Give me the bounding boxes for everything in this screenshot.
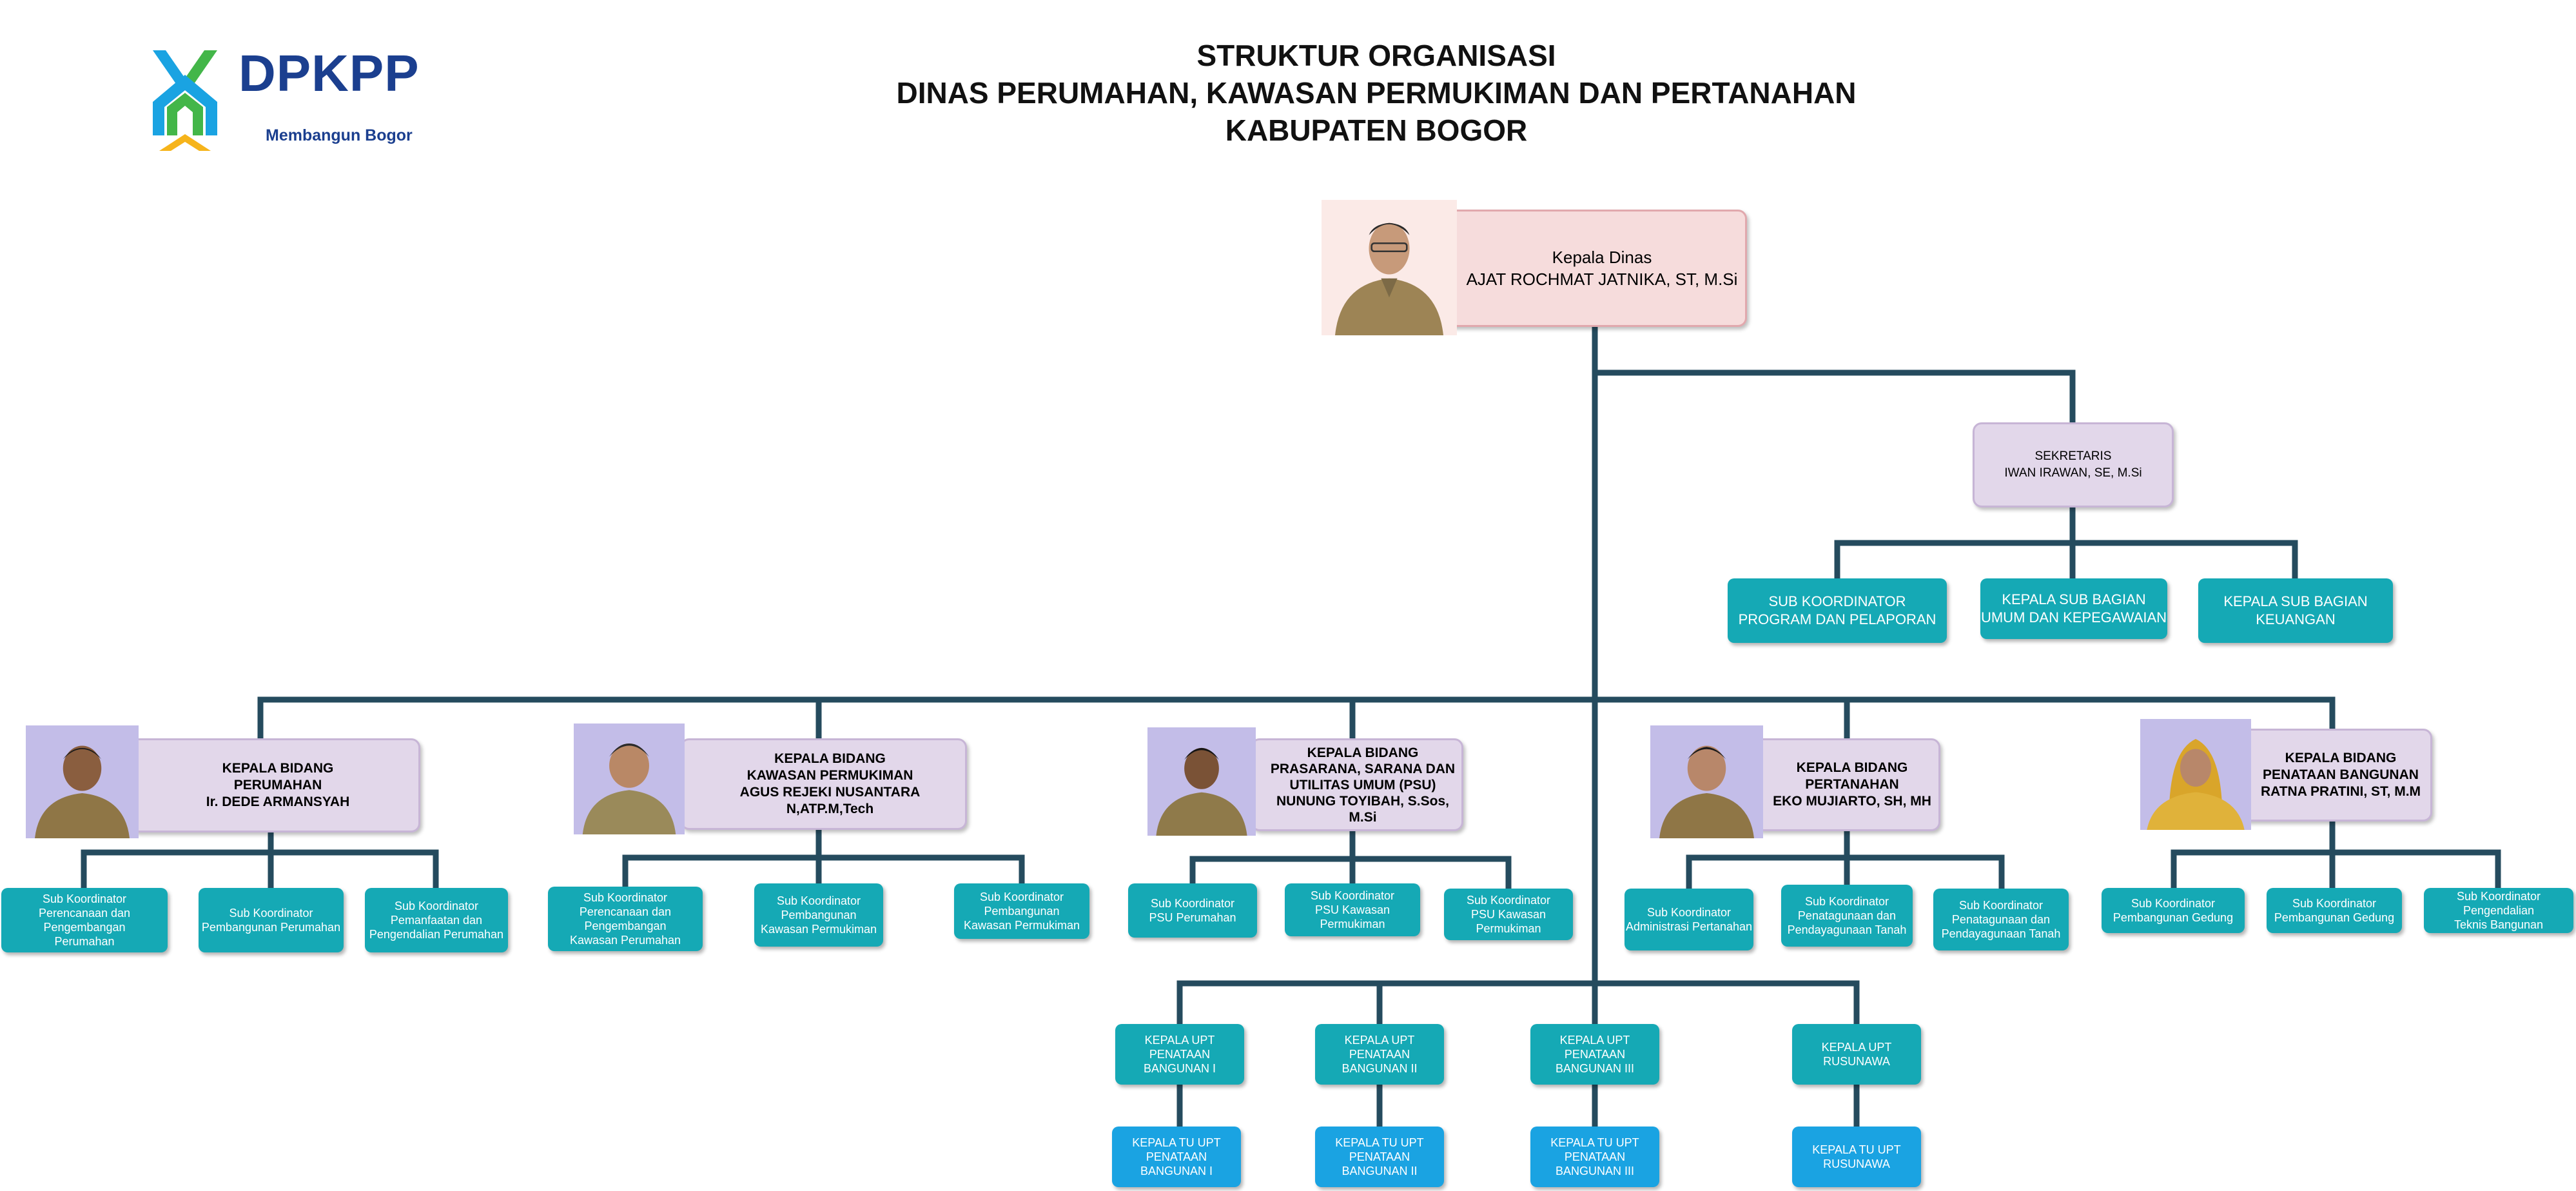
kepala-upt-label: KEPALA UPT RUSUNAWA	[1821, 1041, 1892, 1068]
sub-koordinator-label: Sub Koordinator Administrasi Pertanahan	[1625, 906, 1753, 933]
sub-koordinator-program-label: SUB KOORDINATOR PROGRAM DAN PELAPORAN	[1738, 593, 1937, 627]
person-photo-icon	[2147, 738, 2245, 830]
bidang-penataan-sub-1-box: Sub Koordinator Pembangunan Gedung	[2102, 888, 2245, 933]
sub-koordinator-label: Sub Koordinator PSU Perumahan	[1149, 897, 1236, 924]
connector-sekretaris	[1592, 369, 2076, 429]
bidang-kawasan-permukiman-label: KEPALA BIDANG KAWASAN PERMUKIMAN AGUS RE…	[739, 751, 921, 816]
sekretaris-label: SEKRETARIS IWAN IRAWAN, SE, M.Si	[2004, 449, 2142, 480]
connector-upt-bus	[1176, 980, 1860, 1029]
logo-tagline: Membangun Bogor	[266, 126, 413, 144]
bidang-perumahan-photo	[26, 725, 139, 838]
bidang-perumahan-sub-1-box: Sub Koordinator Perencanaan dan Pengemba…	[1, 888, 168, 952]
kepala-dinas-box: Kepala Dinas AJAT ROCHMAT JATNIKA, ST, M…	[1444, 210, 1747, 327]
kepala-upt-label: KEPALA UPT PENATAAN BANGUNAN III	[1555, 1034, 1635, 1075]
page-title-line-3: KABUPATEN BOGOR	[1225, 113, 1528, 147]
bidang-psu-label: KEPALA BIDANG PRASARANA, SARANA DAN UTIL…	[1270, 745, 1456, 825]
bidang-perumahan-sub-2-box: Sub Koordinator Pembangunan Perumahan	[199, 888, 344, 952]
dpkpp-logo	[153, 50, 217, 151]
page-title-line-1: STRUKTUR ORGANISASI	[1196, 39, 1556, 72]
sub-koordinator-program-box: SUB KOORDINATOR PROGRAM DAN PELAPORAN	[1728, 578, 1947, 643]
tu-upt-rusunawa-box: KEPALA TU UPT RUSUNAWA	[1792, 1127, 1921, 1187]
tu-upt-penataan-bangunan-1-box: KEPALA TU UPT PENATAAN BANGUNAN I	[1112, 1127, 1241, 1187]
kepala-tu-upt-label: KEPALA TU UPT PENATAAN BANGUNAN III	[1550, 1136, 1639, 1177]
sub-koordinator-label: Sub Koordinator Pengendalian Teknis Bang…	[2454, 890, 2544, 931]
sub-koordinator-label: Sub Koordinator Pembangunan Kawasan Perm…	[760, 894, 877, 936]
sub-koordinator-label: Sub Koordinator PSU Kawasan Permukiman	[1310, 889, 1395, 930]
connector-sekretaris-units	[1834, 503, 2298, 582]
person-photo-icon	[582, 743, 676, 834]
bidang-pertanahan-sub-2-box: Sub Koordinator Penatagunaan dan Pendaya…	[1781, 885, 1913, 947]
kepala-dinas-label: Kepala Dinas AJAT ROCHMAT JATNIKA, ST, M…	[1466, 248, 1738, 289]
bidang-perumahan-label: KEPALA BIDANG PERUMAHAN Ir. DEDE ARMANSY…	[206, 761, 350, 809]
kepala-dinas-photo	[1322, 200, 1457, 335]
connector-bidang-2-subs	[622, 829, 1025, 891]
bidang-penataan-bangunan-label: KEPALA BIDANG PENATAAN BANGUNAN RATNA PR…	[2260, 751, 2421, 799]
sub-koordinator-label: Sub Koordinator Pembangunan Gedung	[2113, 897, 2234, 924]
bidang-pertanahan-photo	[1650, 725, 1763, 838]
connector-bidang-1-subs	[81, 829, 439, 892]
bidang-pertanahan-label: KEPALA BIDANG PERTANAHAN EKO MUJIARTO, S…	[1773, 760, 1931, 809]
sub-koordinator-label: Sub Koordinator Perencanaan dan Pengemba…	[569, 891, 681, 947]
bidang-perumahan-box: KEPALA BIDANG PERUMAHAN Ir. DEDE ARMANSY…	[129, 738, 420, 832]
connector-upt-tu	[1176, 1080, 1860, 1130]
dpkpp-emblem-icon	[153, 50, 217, 151]
bidang-kawasan-permukiman-box: KEPALA BIDANG KAWASAN PERMUKIMAN AGUS RE…	[680, 738, 967, 830]
kepala-upt-label: KEPALA UPT PENATAAN BANGUNAN I	[1143, 1034, 1216, 1075]
upt-penataan-bangunan-3-box: KEPALA UPT PENATAAN BANGUNAN III	[1530, 1024, 1659, 1085]
bidang-penataan-sub-3-box: Sub Koordinator Pengendalian Teknis Bang…	[2424, 888, 2573, 933]
upt-rusunawa-box: KEPALA UPT RUSUNAWA	[1792, 1024, 1921, 1085]
bidang-pertanahan-sub-3-box: Sub Koordinator Penatagunaan dan Pendaya…	[1933, 889, 2069, 950]
person-photo-icon	[1659, 745, 1754, 838]
bidang-penataan-bangunan-photo	[2140, 719, 2251, 830]
kasubag-umum-box: KEPALA SUB BAGIAN UMUM DAN KEPEGAWAIAN	[1980, 578, 2167, 639]
sub-koordinator-label: Sub Koordinator Pemanfaatan dan Pengenda…	[369, 900, 504, 941]
bidang-psu-sub-1-box: Sub Koordinator PSU Perumahan	[1128, 883, 1257, 938]
bidang-pertanahan-sub-1-box: Sub Koordinator Administrasi Pertanahan	[1625, 889, 1753, 950]
bidang-psu-sub-3-box: Sub Koordinator PSU Kawasan Permukiman	[1444, 889, 1573, 940]
connector-bidang-4-subs	[1686, 829, 2005, 893]
page-title-line-2: DINAS PERUMAHAN, KAWASAN PERMUKIMAN DAN …	[896, 76, 1857, 110]
sub-koordinator-label: Sub Koordinator Penatagunaan dan Pendaya…	[1941, 899, 2061, 940]
sub-koordinator-label: Sub Koordinator Pembangunan Gedung	[2274, 897, 2395, 924]
person-photo-icon	[1335, 222, 1443, 335]
sub-koordinator-label: Sub Koordinator Pembangunan Kawasan Perm…	[963, 891, 1080, 932]
sub-koordinator-label: Sub Koordinator Perencanaan dan Pengemba…	[38, 892, 131, 948]
upt-penataan-bangunan-2-box: KEPALA UPT PENATAAN BANGUNAN II	[1315, 1024, 1444, 1085]
kepala-tu-upt-label: KEPALA TU UPT RUSUNAWA	[1812, 1143, 1901, 1170]
bidang-kawasan-permukiman-photo	[574, 723, 685, 834]
bidang-kawasan-sub-2-box: Sub Koordinator Pembangunan Kawasan Perm…	[754, 883, 883, 947]
bidang-penataan-bangunan-box: KEPALA BIDANG PENATAAN BANGUNAN RATNA PR…	[2240, 729, 2432, 822]
kasubag-umum-label: KEPALA SUB BAGIAN UMUM DAN KEPEGAWAIAN	[1980, 591, 2167, 625]
sekretaris-box: SEKRETARIS IWAN IRAWAN, SE, M.Si	[1973, 422, 2174, 507]
kepala-tu-upt-label: KEPALA TU UPT PENATAAN BANGUNAN II	[1335, 1136, 1424, 1177]
upt-penataan-bangunan-1-box: KEPALA UPT PENATAAN BANGUNAN I	[1115, 1024, 1244, 1085]
kepala-tu-upt-label: KEPALA TU UPT PENATAAN BANGUNAN I	[1132, 1136, 1221, 1177]
bidang-penataan-sub-2-box: Sub Koordinator Pembangunan Gedung	[2267, 888, 2402, 933]
bidang-kawasan-sub-1-box: Sub Koordinator Perencanaan dan Pengemba…	[548, 887, 703, 951]
connector-bidang-5-subs	[2171, 819, 2501, 892]
bidang-pertanahan-box: KEPALA BIDANG PERTANAHAN EKO MUJIARTO, S…	[1753, 738, 1940, 831]
sub-koordinator-label: Sub Koordinator Pembangunan Perumahan	[201, 907, 341, 934]
connector-bidang-bus	[257, 696, 2336, 742]
bidang-kawasan-sub-3-box: Sub Koordinator Pembangunan Kawasan Perm…	[954, 883, 1089, 939]
bidang-psu-photo	[1147, 727, 1256, 836]
logo-text: DPKPP	[239, 44, 420, 102]
kasubag-keuangan-label: KEPALA SUB BAGIAN KEUANGAN	[2223, 593, 2368, 627]
tu-upt-penataan-bangunan-3-box: KEPALA TU UPT PENATAAN BANGUNAN III	[1530, 1127, 1659, 1187]
bidang-perumahan-sub-3-box: Sub Koordinator Pemanfaatan dan Pengenda…	[365, 888, 508, 952]
tu-upt-penataan-bangunan-2-box: KEPALA TU UPT PENATAAN BANGUNAN II	[1315, 1127, 1444, 1187]
sub-koordinator-label: Sub Koordinator Penatagunaan dan Pendaya…	[1787, 895, 1907, 936]
bidang-psu-sub-2-box: Sub Koordinator PSU Kawasan Permukiman	[1285, 883, 1420, 936]
kepala-upt-label: KEPALA UPT PENATAAN BANGUNAN II	[1342, 1034, 1418, 1075]
bidang-psu-box: KEPALA BIDANG PRASARANA, SARANA DAN UTIL…	[1251, 738, 1463, 831]
person-photo-icon	[35, 745, 130, 838]
person-photo-icon	[1156, 747, 1247, 836]
connector-bidang-3-subs	[1189, 829, 1512, 893]
kasubag-keuangan-box: KEPALA SUB BAGIAN KEUANGAN	[2198, 578, 2393, 643]
sub-koordinator-label: Sub Koordinator PSU Kawasan Permukiman	[1466, 894, 1551, 935]
